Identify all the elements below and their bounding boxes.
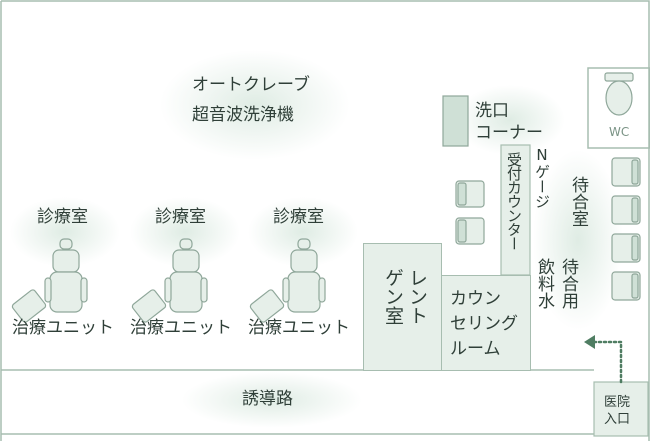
reception-counter — [500, 144, 531, 276]
exam-room-3-label: 診療室 — [273, 207, 324, 227]
entrance-box — [593, 381, 649, 437]
glow-autoclave — [160, 50, 350, 160]
xray-room-label-col1: レント — [406, 268, 428, 325]
entrance-arrow-icon — [584, 335, 623, 384]
wash-sink-icon — [442, 95, 469, 147]
glow-exam-3 — [248, 197, 358, 267]
dental-chair-icon — [11, 238, 88, 323]
treatment-unit-3-label: 治療ユニット — [248, 318, 350, 338]
autoclave-label: オートクレーブ — [192, 75, 310, 95]
exam-room-1-label: 診療室 — [37, 207, 88, 227]
glow-exam-1 — [10, 197, 120, 267]
wc-room — [587, 67, 650, 149]
entrance-label: 医院 入口 — [604, 395, 631, 427]
glow-exam-2 — [130, 197, 240, 267]
n-gauge-label: Nゲージ — [533, 146, 551, 209]
drinking-water-label: 飲料水 — [534, 258, 554, 309]
waiting-chair-icon — [611, 271, 641, 301]
reception-counter-label: 受付カウンター — [505, 152, 523, 250]
waiting-chair-icon — [611, 157, 641, 187]
xray-room — [363, 243, 442, 371]
waiting-use-label: 待合用 — [558, 258, 578, 309]
counseling-room-label: カウン セリング ルーム — [450, 289, 518, 359]
waiting-room-label: 待合室 — [568, 176, 588, 227]
dental-chair-icon — [131, 238, 208, 323]
stool-icon — [455, 217, 485, 245]
glow-wash — [455, 85, 565, 155]
wc-label: WC — [609, 125, 630, 139]
xray-room-label-col2: ゲン室 — [382, 268, 404, 325]
counseling-room — [441, 275, 531, 371]
glow-waiting — [533, 150, 623, 330]
glow-corridor — [182, 372, 362, 428]
waiting-chair-icon — [611, 195, 641, 225]
corridor-label: 誘導路 — [242, 389, 293, 409]
stool-icon — [455, 180, 485, 208]
dental-chair-icon — [249, 238, 326, 323]
ultrasonic-cleaner-label: 超音波洗浄機 — [192, 105, 294, 125]
exam-room-2-label: 診療室 — [155, 207, 206, 227]
toilet-icon — [604, 72, 634, 116]
treatment-unit-1-label: 治療ユニット — [12, 318, 114, 338]
waiting-chair-icon — [611, 233, 641, 263]
wash-corner-label: 洗口 コーナー — [475, 101, 543, 143]
treatment-unit-2-label: 治療ユニット — [130, 318, 232, 338]
